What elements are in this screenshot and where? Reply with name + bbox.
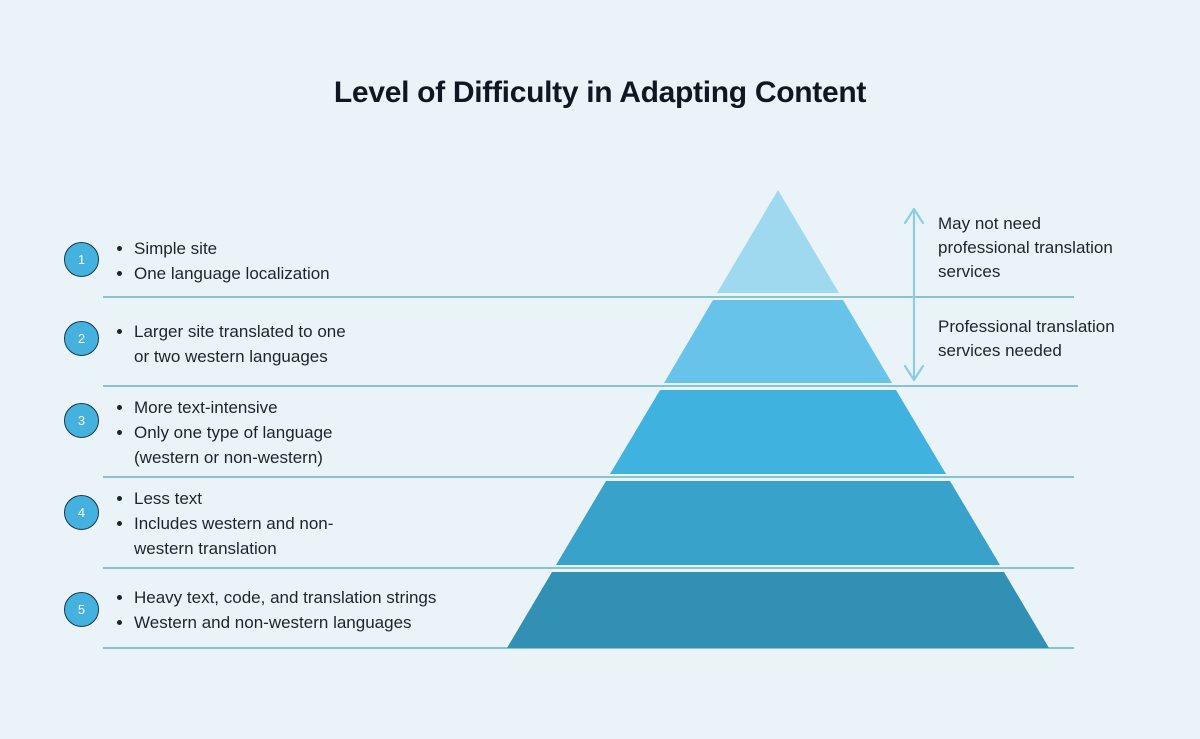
bullet-item: Western and non-western languages: [134, 610, 436, 635]
level-bullets-3: More text-intensive Only one type of lan…: [112, 395, 332, 470]
bullet-item: More text-intensive: [134, 395, 332, 420]
level-bullets-2: Larger site translated to one or two wes…: [112, 319, 346, 369]
level-number-badge-5: 5: [64, 592, 99, 627]
page-title: Level of Difficulty in Adapting Content: [333, 76, 867, 109]
level-bullets-4: Less text Includes western and non- west…: [112, 486, 333, 561]
bullet-item: One language localization: [134, 261, 330, 286]
double-arrow-icon: [903, 207, 925, 382]
pyramid-tier-5: [507, 572, 1049, 648]
level-number-badge-1: 1: [64, 242, 99, 277]
level-number-badge-3: 3: [64, 403, 99, 438]
bullet-item: Less text: [134, 486, 333, 511]
level-row-4: 4 Less text Includes western and non- we…: [64, 486, 333, 561]
pyramid-tier-2: [664, 300, 892, 383]
bullet-item: Includes western and non- western transl…: [134, 511, 333, 561]
level-bullets-5: Heavy text, code, and translation string…: [112, 585, 436, 635]
annotation-services-needed: Professional translation services needed: [938, 317, 1115, 360]
divider-lines: [103, 296, 1078, 649]
level-row-3: 3 More text-intensive Only one type of l…: [64, 395, 332, 470]
bullet-item: Only one type of language (western or no…: [134, 420, 332, 470]
bullet-item: Simple site: [134, 236, 330, 261]
pyramid-tier-1: [717, 190, 839, 293]
level-row-2: 2 Larger site translated to one or two w…: [64, 319, 346, 369]
pyramid-tier-4: [556, 481, 1000, 565]
level-row-5: 5 Heavy text, code, and translation stri…: [64, 585, 436, 635]
level-bullets-1: Simple site One language localization: [112, 236, 330, 286]
bullet-item: Heavy text, code, and translation string…: [134, 585, 436, 610]
pyramid-tier-3: [610, 390, 946, 474]
level-row-1: 1 Simple site One language localization: [64, 236, 330, 286]
bullet-item: Larger site translated to one or two wes…: [134, 319, 346, 369]
level-number-badge-2: 2: [64, 321, 99, 356]
pyramid: [507, 190, 1049, 648]
annotation-may-not-need: May not need professional translation se…: [938, 214, 1113, 281]
level-number-badge-4: 4: [64, 495, 99, 530]
